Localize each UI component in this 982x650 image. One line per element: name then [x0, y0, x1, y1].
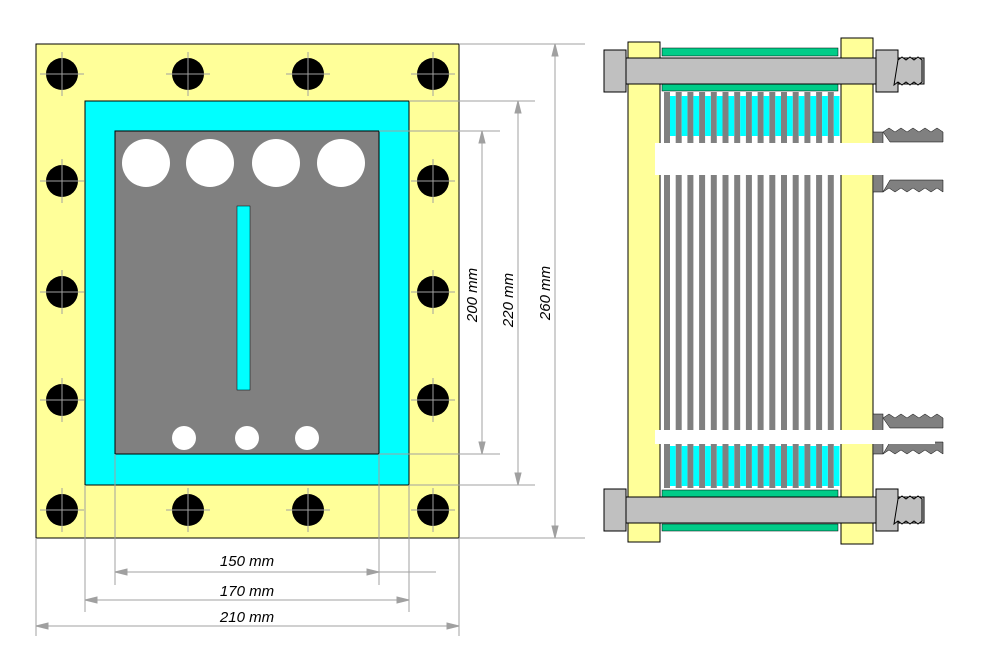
bolt-hole: [286, 488, 330, 532]
gasket-stack: [670, 96, 840, 486]
stack-plate: [722, 92, 729, 488]
dim-width-middle: 170 mm: [220, 583, 274, 600]
stack-plate: [699, 92, 706, 488]
center-slot: [236, 205, 251, 391]
bolt-hole: [411, 270, 455, 314]
section-break: [655, 143, 935, 175]
bolt-hole: [40, 488, 84, 532]
front-view: [35, 43, 460, 539]
bolt-hole: [411, 159, 455, 203]
bottom-tie-rod: [603, 488, 925, 532]
dim-width-inner: 150 mm: [220, 553, 274, 570]
gasket-segment: [775, 446, 781, 486]
manifold-hole: [122, 139, 170, 187]
stack-plate: [675, 92, 682, 488]
gasket-segment: [798, 446, 805, 486]
gasket-segment: [693, 96, 700, 136]
bolt-hole: [40, 270, 84, 314]
dim-height-middle: 220 mm: [500, 273, 517, 328]
bolt-hole: [411, 488, 455, 532]
manifold-hole-small: [295, 426, 319, 450]
nut: [603, 488, 627, 532]
stack-plate: [781, 92, 787, 488]
stack-plate: [827, 92, 834, 488]
manifold-hole: [317, 139, 365, 187]
dim-width-outer: 210 mm: [219, 609, 274, 626]
gasket-segment: [728, 96, 735, 136]
gasket-segment: [681, 96, 688, 136]
gasket-segment: [705, 96, 711, 136]
side-view: [603, 37, 944, 545]
bolt-hole: [40, 159, 84, 203]
manifold-hole-small: [235, 426, 259, 450]
manifold-hole: [186, 139, 234, 187]
gasket-segment: [670, 96, 676, 136]
dim-height-outer: 260 mm: [537, 266, 554, 321]
gasket-segment: [716, 96, 723, 136]
gasket-segment: [810, 96, 817, 136]
stack-plate: [804, 92, 811, 488]
stack-plate: [769, 92, 776, 488]
stack-plate: [664, 92, 670, 488]
nut: [875, 488, 899, 532]
gasket-segment: [763, 96, 770, 136]
top-manifold-holes: [122, 139, 365, 187]
gasket-segment: [728, 446, 735, 486]
thread: [893, 495, 923, 526]
manifold-hole: [252, 139, 300, 187]
gasket-segment: [751, 96, 758, 136]
top-tie-rod: [603, 49, 925, 93]
dim-height-inner: 200 mm: [464, 268, 481, 323]
stack-plate: [710, 92, 717, 488]
bolt-hole: [286, 52, 330, 96]
bolt-hole: [40, 52, 84, 96]
gasket-segment: [810, 446, 817, 486]
gasket-segment: [740, 446, 746, 486]
gasket-segment: [705, 446, 711, 486]
bolt-hole: [166, 488, 210, 532]
gasket-segment: [740, 96, 746, 136]
nut: [603, 49, 627, 93]
manifold-hole-small: [172, 426, 196, 450]
thread: [893, 56, 923, 87]
stack-plate: [687, 92, 694, 488]
bottom-fin-band-2: [661, 523, 839, 532]
bolt-hole: [411, 52, 455, 96]
gasket-segment: [763, 446, 770, 486]
gasket-segment: [833, 96, 840, 136]
bolt-hole: [166, 52, 210, 96]
nut: [875, 49, 899, 93]
stack-plate: [745, 92, 752, 488]
gasket-segment: [716, 446, 723, 486]
gasket-segment: [787, 446, 793, 486]
bolt-hole: [411, 378, 455, 422]
bolt-hole: [40, 378, 84, 422]
gasket-segment: [693, 446, 700, 486]
gasket-segment: [775, 96, 781, 136]
stack-plate: [734, 92, 741, 488]
gasket-segment: [798, 96, 805, 136]
end-plate-left: [627, 41, 661, 543]
gasket-segment: [751, 446, 758, 486]
gasket-segment: [670, 446, 676, 486]
frame-bolts: [40, 52, 455, 532]
gasket-segment: [681, 446, 688, 486]
gasket-segment: [822, 446, 828, 486]
end-plate-right: [840, 37, 874, 545]
gasket-segment: [833, 446, 840, 486]
gasket-segment: [787, 96, 793, 136]
stack-plate: [757, 92, 764, 488]
dimension-lines: [35, 43, 585, 636]
top-fin-band-2: [661, 83, 839, 92]
top-fin-band: [661, 47, 839, 57]
plate-stack: [664, 92, 834, 488]
gasket-segment: [822, 96, 828, 136]
stack-plate: [792, 92, 799, 488]
bottom-fin-band: [661, 489, 839, 498]
section-break-lower: [655, 430, 935, 444]
stack-plate: [816, 92, 823, 488]
bottom-manifold-holes: [172, 426, 319, 450]
